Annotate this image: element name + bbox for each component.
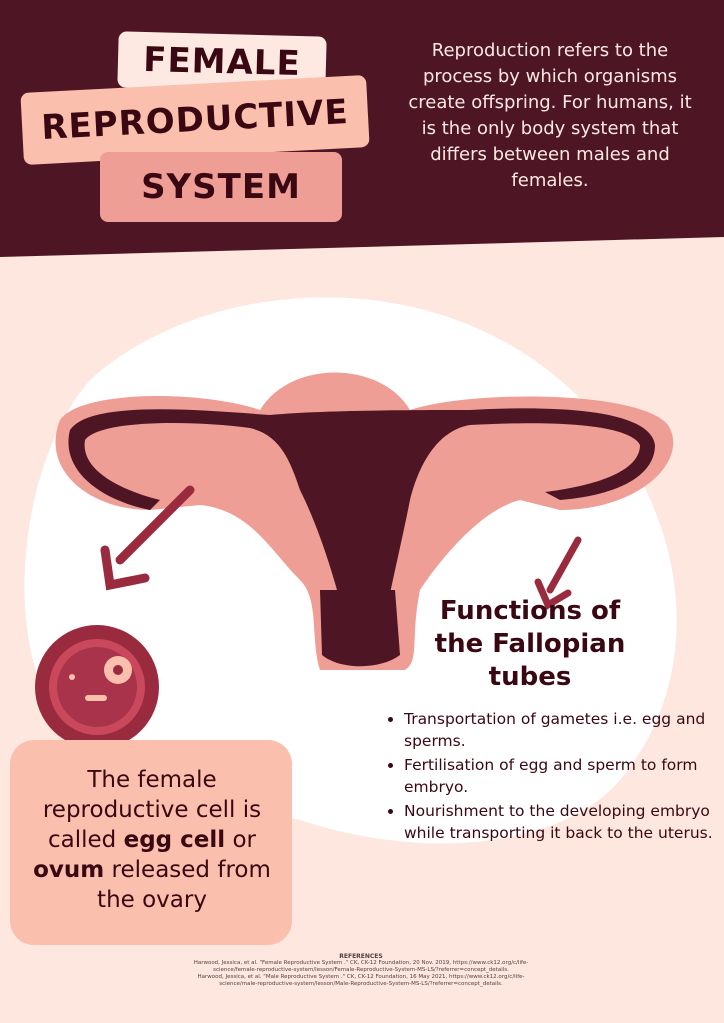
functions-heading: Functions of the Fallopian tubes xyxy=(434,596,626,692)
references: REFERENCES Harwood, Jessica, et al. "Fem… xyxy=(180,953,542,988)
egg-text-part: or xyxy=(225,827,256,853)
egg-info-text: The female reproductive cell is called e… xyxy=(16,765,288,915)
egg-text-part: released from the ovary xyxy=(97,857,271,913)
function-item: Fertilisation of egg and sperm to form e… xyxy=(404,754,724,798)
egg-info-box xyxy=(10,740,292,945)
intro-text: Reproduction refers to the process by wh… xyxy=(408,40,692,191)
egg-cell-icon xyxy=(35,625,159,749)
ovum-term: ovum xyxy=(33,857,105,883)
functions-list: Transportation of gametes i.e. egg and s… xyxy=(388,708,724,846)
function-item: Nourishment to the developing embryo whi… xyxy=(404,800,724,844)
arrow-right xyxy=(534,536,582,611)
cervix xyxy=(320,590,400,667)
uterus-illustration xyxy=(24,297,677,844)
title-system: SYSTEM xyxy=(100,152,342,222)
references-heading: REFERENCES xyxy=(339,953,383,960)
fallopian-tubes xyxy=(68,408,655,620)
egg-cell-term: egg cell xyxy=(123,827,226,853)
reference-item: Harwood, Jessica, et al. "Male Reproduct… xyxy=(197,974,525,987)
function-item: Transportation of gametes i.e. egg and s… xyxy=(404,708,724,752)
arrow-left xyxy=(100,485,195,591)
reference-item: Harwood, Jessica, et al. "Female Reprodu… xyxy=(193,960,529,973)
egg-text-part: The female reproductive cell is called xyxy=(42,767,262,853)
